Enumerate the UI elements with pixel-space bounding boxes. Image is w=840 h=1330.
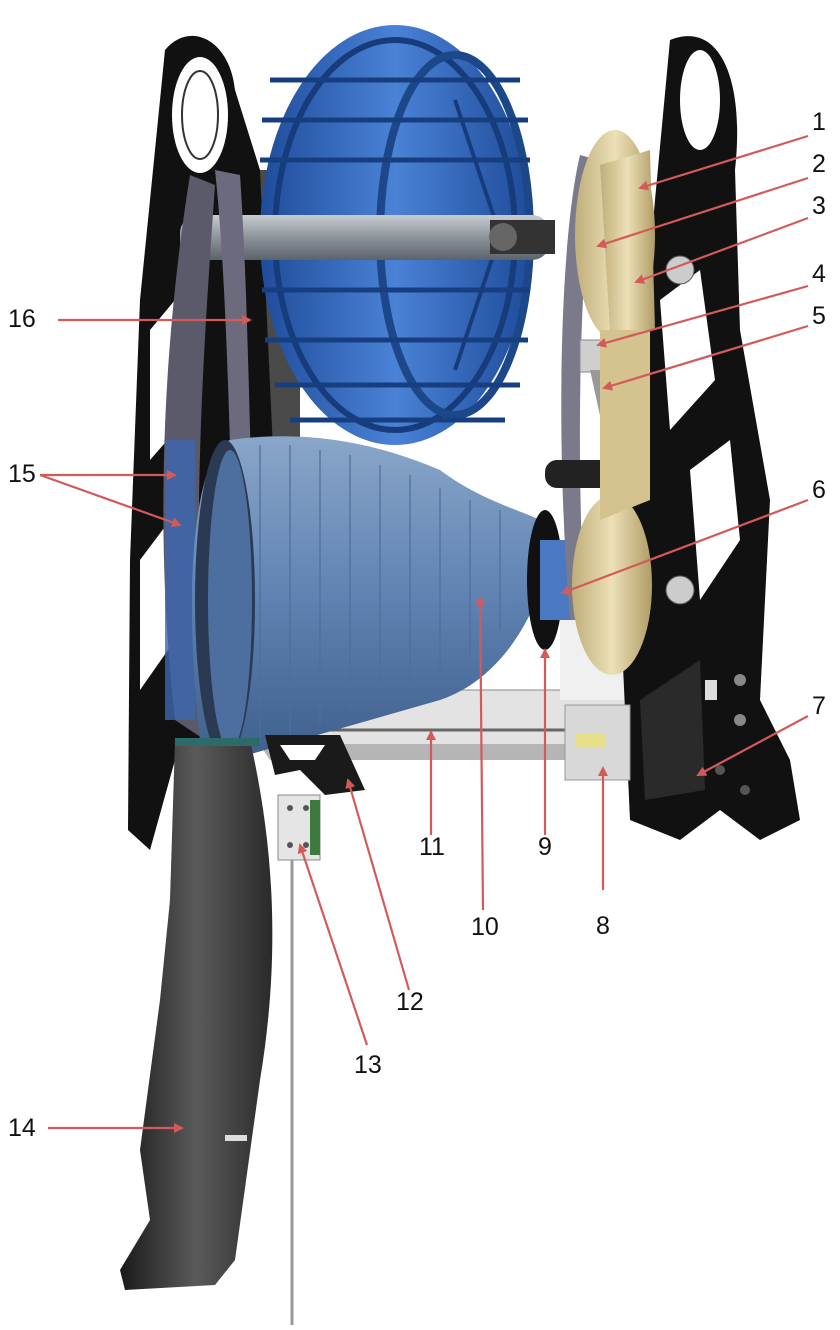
handle-arm [120, 738, 273, 1290]
label-3: 3 [812, 192, 826, 220]
label-9: 9 [538, 833, 552, 861]
cone-drum [191, 436, 540, 760]
main-axle [180, 215, 555, 260]
label-1: 1 [812, 108, 826, 136]
label-7: 7 [812, 692, 826, 720]
leader-lines [39, 134, 809, 1133]
label-2: 2 [812, 150, 826, 178]
label-12: 12 [396, 988, 424, 1016]
right-frame-plate [620, 36, 800, 841]
sensor-box [564, 704, 631, 781]
label-6: 6 [812, 476, 826, 504]
label-11: 11 [419, 833, 445, 861]
label-15: 15 [8, 460, 36, 488]
label-16: 16 [8, 305, 36, 333]
label-8: 8 [596, 912, 610, 940]
label-14: 14 [8, 1114, 36, 1142]
label-5: 5 [812, 302, 826, 330]
label-10: 10 [471, 913, 499, 941]
label-13: 13 [354, 1051, 382, 1079]
label-4: 4 [812, 260, 826, 288]
bottom-bracket [265, 735, 365, 1325]
